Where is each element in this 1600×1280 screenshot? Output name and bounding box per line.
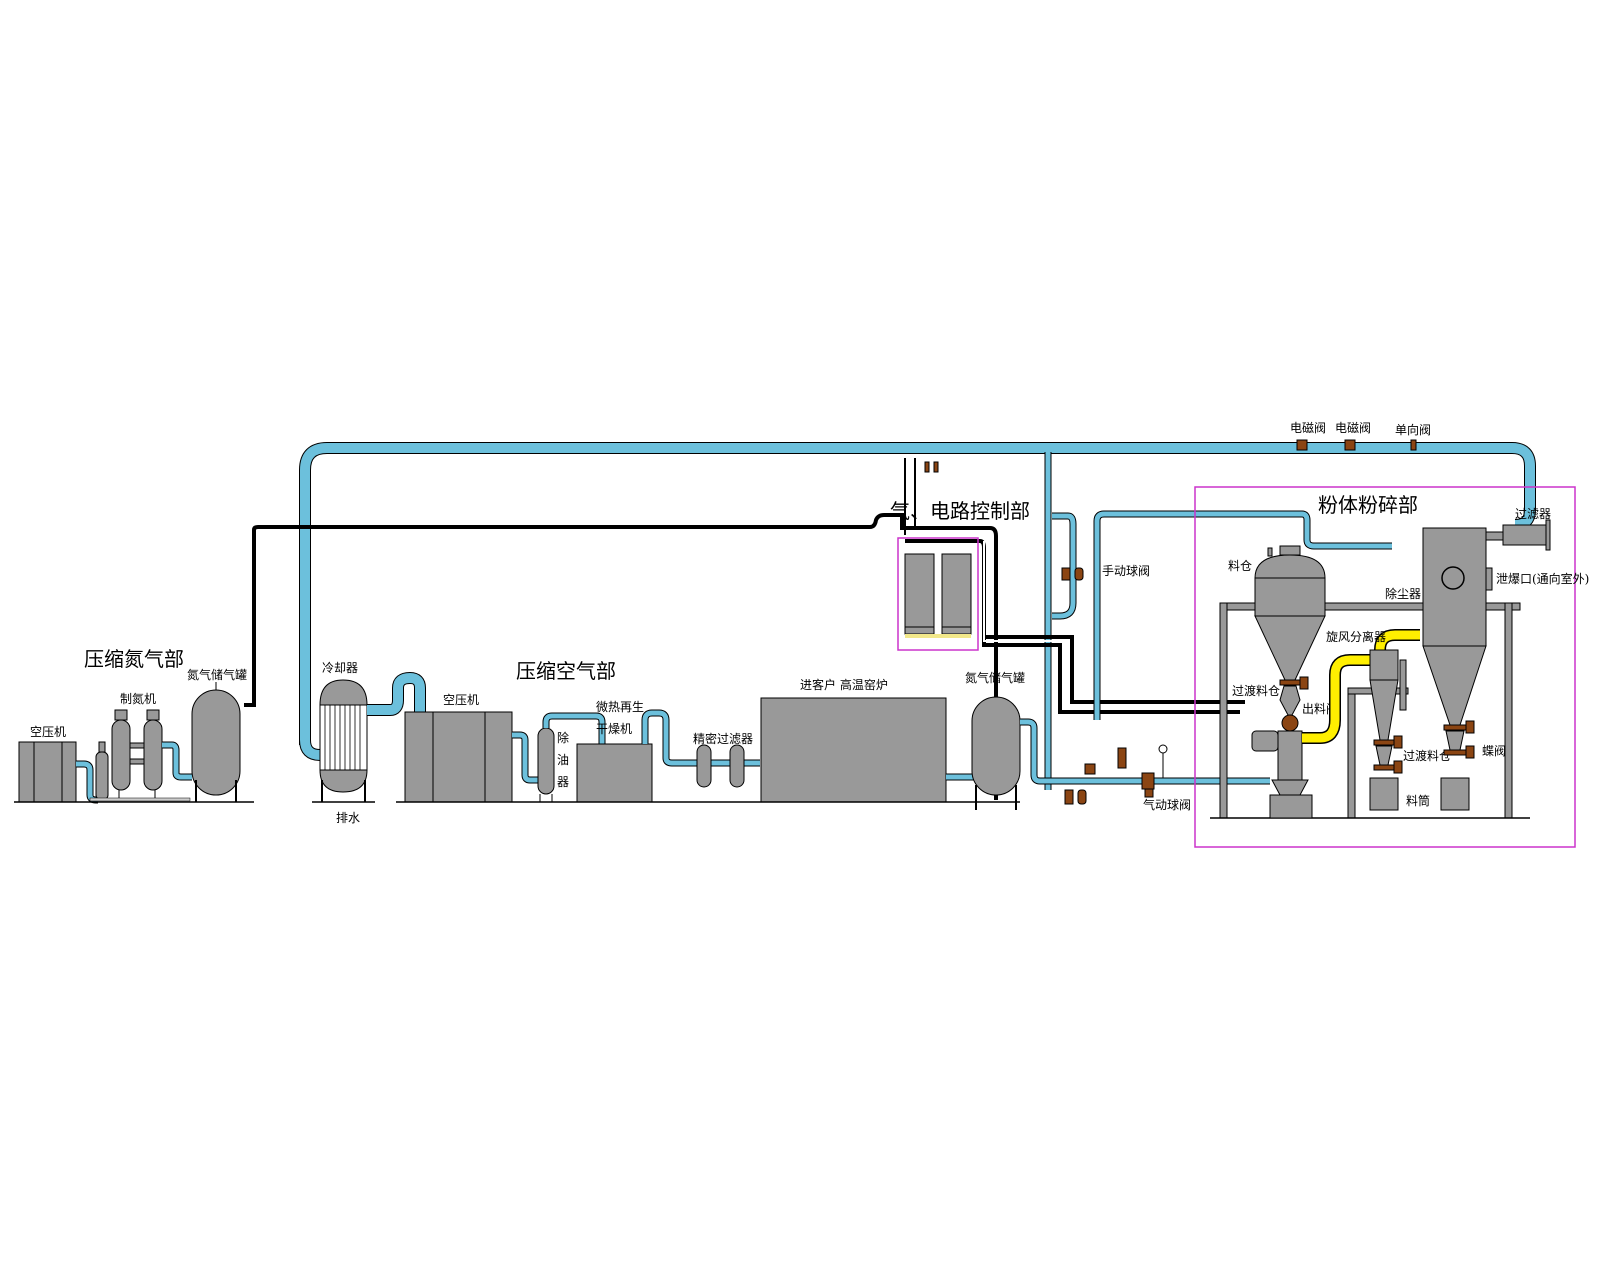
label-filter: 过滤器 [1515,507,1551,521]
cyclone-separator[interactable] [1369,649,1407,811]
precision-filter-1[interactable] [696,744,712,788]
label-n2-tank-1: 氮气储气罐 [187,667,247,682]
section-control: 气、电路控制部 [890,461,1030,651]
nitrogen-generator[interactable] [89,709,191,802]
label-vent: 泄爆口(通向室外) [1496,571,1589,586]
label-solenoid-valve-1: 电磁阀 [1290,420,1326,435]
section-title-nitrogen: 压缩氮气部 [84,647,184,671]
n2-storage-tank-1[interactable] [191,682,241,802]
high-temperature-kiln[interactable] [760,697,947,803]
solenoid-valve-1[interactable] [1296,439,1308,451]
discharge-valve[interactable] [1281,714,1299,732]
label-cyclone: 旋风分离器 [1326,629,1386,644]
filter[interactable] [1485,519,1551,551]
label-butterfly-valve: 蝶阀 [1482,743,1506,758]
label-dust-collector: 除尘器 [1385,586,1421,601]
solenoid-valve-2[interactable] [1344,439,1356,451]
label-hopper: 料仓 [1228,559,1252,573]
pneumatic-ball-valve[interactable] [1141,772,1155,798]
label-n2-compressor: 空压机 [30,725,66,739]
milling-section-frame [1194,486,1576,848]
label-transition-bin-1: 过渡料仓 [1232,683,1280,698]
label-kiln: 进客户 高温窑炉 [800,677,888,692]
precision-filter-2[interactable] [729,744,745,788]
label-drain: 排水 [336,811,360,825]
heatless-dryer[interactable] [576,743,653,803]
label-precision-filter: 精密过滤器 [693,731,753,746]
pressure-regulator[interactable] [1117,747,1127,769]
label-dryer-2: 干燥机 [596,722,632,736]
label-manual-ball-valve: 手动球阀 [1102,564,1150,578]
transition-bin-1[interactable] [1279,676,1309,716]
main-air-pipe [299,442,1536,790]
pressure-switch[interactable] [1084,763,1096,775]
label-solenoid-valve-2: 电磁阀 [1335,420,1371,435]
jet-mill[interactable] [1251,730,1313,819]
dust-collector[interactable] [1422,527,1493,811]
n2-small-filter[interactable] [95,741,109,801]
section-title-control: 气、电路控制部 [890,499,1030,523]
label-oil-remover-3: 器 [557,775,569,789]
section-title-milling: 粉体粉碎部 [1318,493,1418,517]
n2-storage-tank-2[interactable] [971,689,1021,810]
section-nitrogen: 压缩氮气部 空压机 制氮机 [14,647,254,804]
label-oil-remover-2: 油 [557,753,569,767]
control-cabinet[interactable] [904,553,972,638]
label-pneumatic-ball-valve: 气动球阀 [1143,797,1191,812]
control-wires [244,458,1392,800]
cooler[interactable] [319,679,368,802]
label-n2-generator: 制氮机 [120,691,156,706]
label-cooler: 冷却器 [322,661,358,675]
control-section-frame [897,537,979,651]
check-valve[interactable] [1410,439,1417,451]
label-check-valve: 单向阀 [1395,422,1431,437]
label-material-drum: 料筒 [1406,793,1430,808]
label-dryer-1: 微热再生 [596,700,644,714]
section-title-air: 压缩空气部 [516,659,616,683]
air-compressor[interactable] [404,711,513,803]
valves: 手动球阀 气动球阀 电磁阀 电磁阀 单向 [1061,420,1431,812]
label-transition-bin-2: 过渡料仓 [1403,748,1451,763]
drain-valve-main[interactable] [1064,789,1087,805]
n2-air-compressor[interactable] [18,741,77,803]
label-oil-remover-1: 除 [557,730,569,745]
label-n2-tank-2: 氮气储气罐 [965,670,1025,685]
hopper[interactable] [1254,545,1326,681]
cable-terminals [924,461,939,473]
pressure-gauge[interactable] [1158,744,1168,778]
section-compressed-air: 压缩空气部 冷却器 排水 空压机 [312,659,1270,825]
oil-remover[interactable] [537,727,555,802]
manual-ball-valve[interactable] [1061,567,1084,581]
section-milling: 粉体粉碎部 料仓 过渡料仓 出料阀 [1194,486,1589,848]
label-air-compressor: 空压机 [443,693,479,707]
